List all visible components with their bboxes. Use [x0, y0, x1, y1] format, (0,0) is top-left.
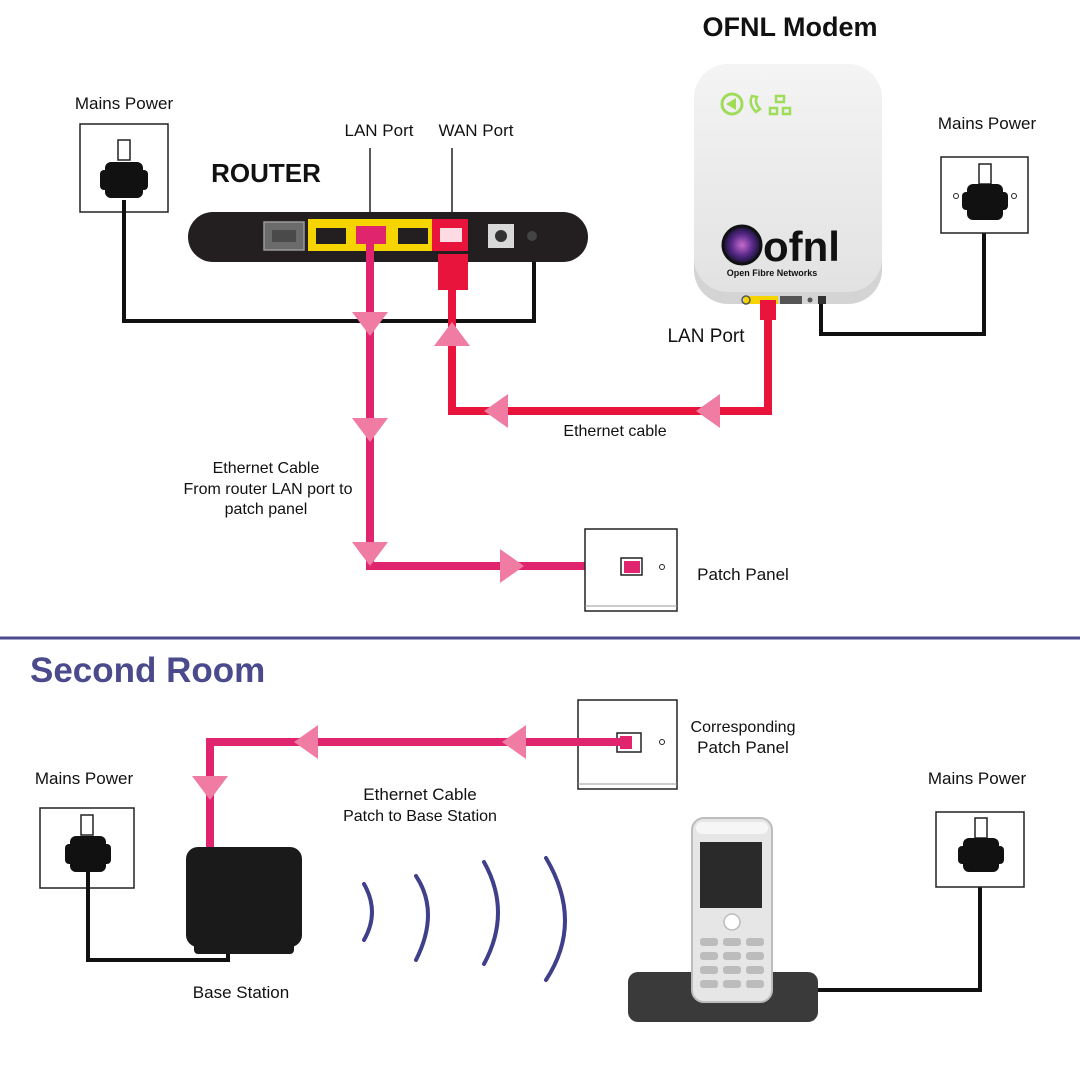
- patch-to-base-arrows: [192, 725, 526, 800]
- ofnl-logo: ofnl Open Fibre Networks: [721, 223, 840, 278]
- phone-mains-power-label: Mains Power: [928, 769, 1027, 788]
- power-led-icon: [720, 92, 744, 116]
- router-wan-port-label: WAN Port: [439, 121, 514, 140]
- router-to-modem-cable-label: Ethernet cable: [563, 423, 666, 440]
- router-to-modem-arrows: [434, 322, 720, 428]
- patch-panel: [584, 528, 678, 612]
- modem-power-cable: [819, 214, 986, 336]
- corresponding-label-line2: Patch Panel: [697, 738, 789, 757]
- router-power-cable: [122, 200, 536, 323]
- base-mains-power-label: Mains Power: [35, 769, 134, 788]
- base-station: [186, 847, 302, 954]
- corresponding-label-line1: Corresponding: [691, 719, 796, 736]
- cordless-phone: [628, 817, 818, 1022]
- router-to-patch-arrows: [352, 312, 524, 583]
- phone-mains-socket: [935, 811, 1025, 888]
- modem-mains-power-label: Mains Power: [938, 114, 1037, 133]
- router-body: [188, 212, 588, 262]
- modem-lan-port-label: LAN Port: [667, 326, 745, 347]
- patch-to-base-cable-subtitle: Patch to Base Station: [343, 808, 497, 825]
- router-mains-power-label: Mains Power: [75, 94, 174, 113]
- router-lan-port-label: LAN Port: [345, 121, 414, 140]
- modem-title: OFNL Modem: [703, 12, 878, 42]
- patch-to-base-cable-title: Ethernet Cable: [363, 785, 476, 804]
- base-station-label: Base Station: [193, 983, 289, 1002]
- modem-lan-plug: [760, 300, 776, 320]
- modem-mains-socket: [940, 156, 1029, 234]
- wireless-signal-waves: [362, 856, 567, 982]
- phone-led-icon: [749, 94, 762, 114]
- router-to-patch-cable-line1: From router LAN port to: [184, 481, 353, 498]
- router-to-modem-cable: [448, 288, 772, 415]
- router-to-patch-cable-line2: patch panel: [225, 501, 308, 518]
- modem-status-leds: [720, 92, 792, 116]
- router-mains-socket: [79, 123, 169, 213]
- network-led-icon: [774, 94, 786, 104]
- svg-text:Open Fibre Networks: Open Fibre Networks: [727, 268, 818, 278]
- svg-text:ofnl: ofnl: [763, 223, 840, 270]
- second-room-title: Second Room: [30, 651, 265, 690]
- router-title: ROUTER: [211, 158, 321, 188]
- phone-power-cable: [818, 870, 982, 992]
- patch-to-base-cable: [206, 738, 620, 852]
- wan-cable-plug: [438, 254, 468, 290]
- patch-panel-label: Patch Panel: [697, 565, 789, 584]
- router-to-patch-cable-title: Ethernet Cable: [213, 460, 320, 477]
